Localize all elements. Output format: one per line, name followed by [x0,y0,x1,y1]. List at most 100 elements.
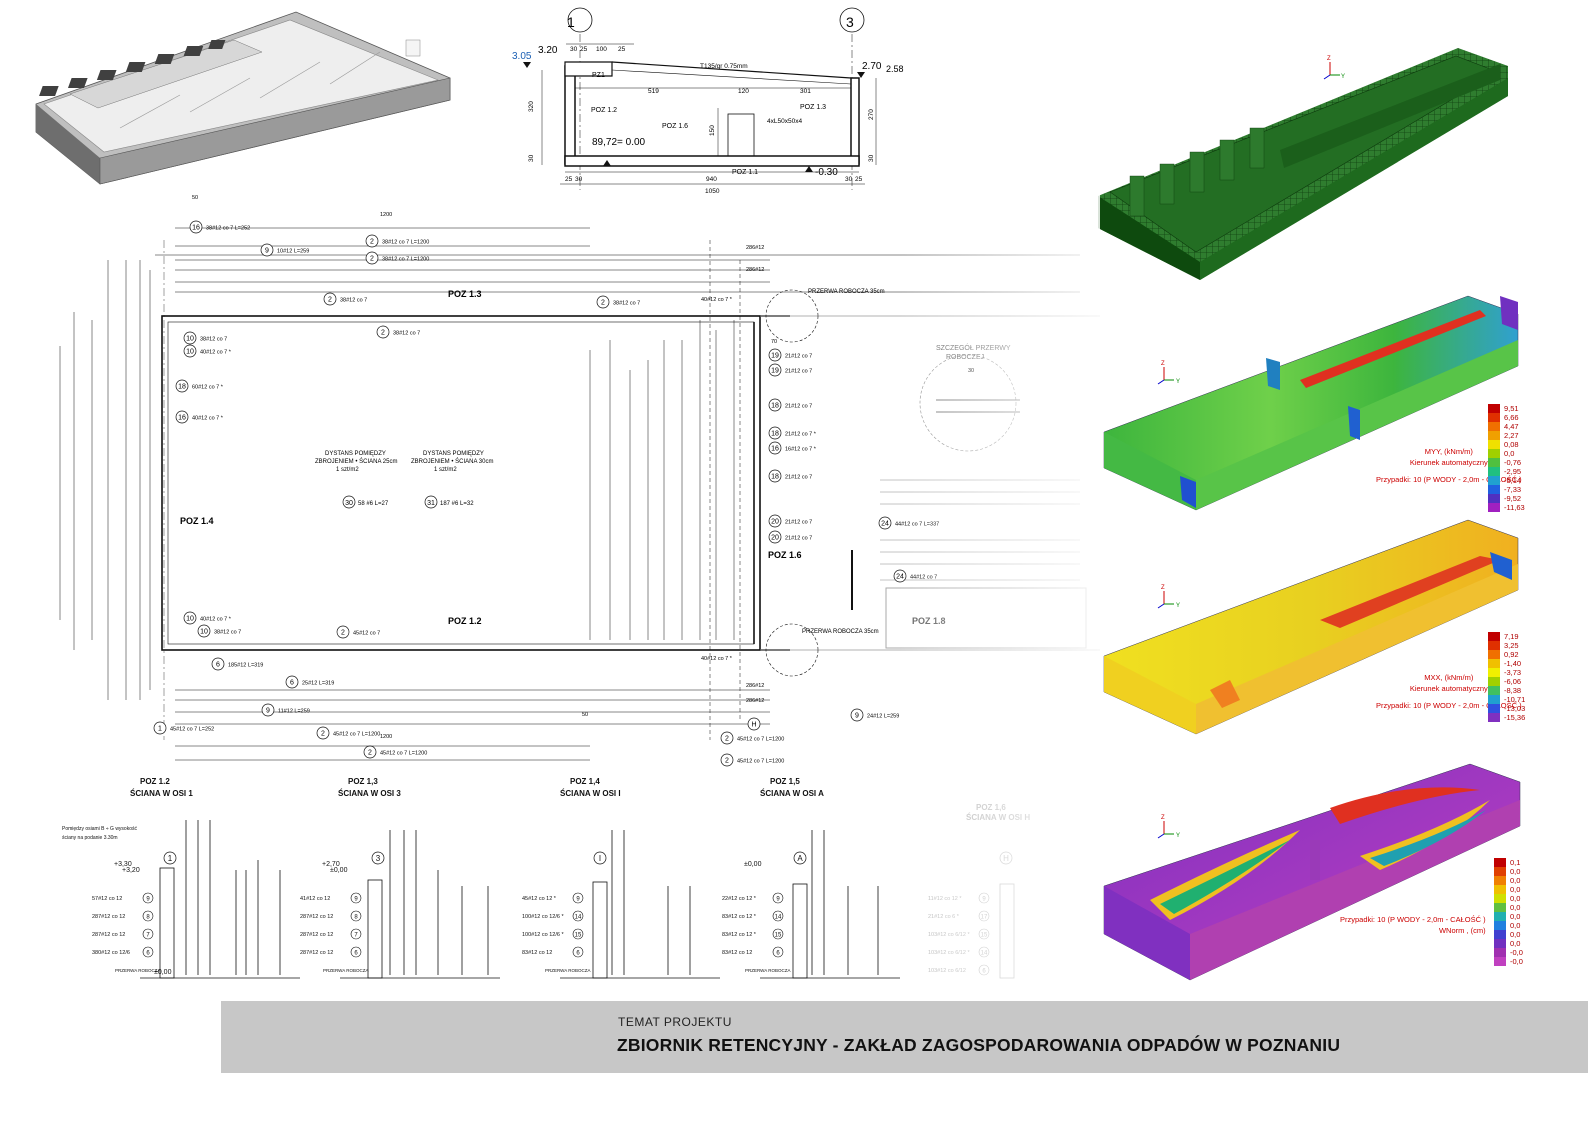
legend-row: 2,27 [1488,431,1525,440]
wall-bar-number: 6 [576,951,580,957]
myy-caption: MYY, (kNm/m) Kierunek automatyczny Przyp… [1376,446,1522,485]
wall-joint-label: PRZERWA ROBOCZA [115,968,161,973]
svg-text:Z: Z [1161,585,1165,591]
wall-bar-number: 6 [982,969,986,975]
bar-callout-number: 9 [855,713,859,720]
axis-glyph-myy: Z Y [1157,361,1180,385]
spacer-25-spec: 58 #6 L=27 [358,501,389,507]
legend-swatch [1488,431,1500,440]
wall-section-title: POZ 1,5 [770,777,800,786]
dim-bottom-5: 1050 [705,188,720,195]
plan-dim-text: 30 [968,368,974,374]
dim-top-0: 30 [570,46,578,53]
spacer-note-30: DYSTANS POMIĘDZY ZBROJENIEM • ŚCIANA 30c… [411,451,493,509]
detail-title-line1: SZCZEGÓŁ PRZERWY [936,343,1011,352]
legend-value: 4,47 [1504,422,1519,431]
wall-section-subtitle: ŚCIANA W OSI I [560,789,621,798]
bar-callout-number: 2 [725,736,729,743]
bar-callout-text: 44#12 co 7 L=337 [895,522,939,528]
legend-row: 0,0 [1494,903,1523,912]
legend-value: 7,19 [1504,632,1519,641]
wall-bar-number: 6 [354,951,358,957]
legend-value: 0,0 [1510,912,1521,921]
slope-note: T135/gr 0.75mm [700,63,748,70]
bar-callout-text: 16#12 co 7 * [785,447,817,453]
legend-swatch [1488,422,1500,431]
wall-section-subtitle: ŚCIANA W OSI 3 [338,789,401,798]
legend-row: -0,0 [1494,957,1523,966]
fea-mesh-model [1098,48,1508,280]
wall-bar-text: 103#12 co 6/12 [928,968,966,974]
wall-level: ±0,00 [330,867,348,874]
legend-swatch [1494,858,1506,867]
bar-callout-number: 2 [381,330,385,337]
wall-bar-number: 9 [354,897,358,903]
wall-bar-number: 8 [146,915,150,921]
svg-text:Y: Y [1176,603,1180,609]
wnorm-caption-title: WNorm , (cm) [1438,926,1486,935]
wall-axis-label: I [599,854,601,863]
wall-bar-number: 17 [981,915,988,921]
bar-callout-number: 18 [771,474,779,481]
poz-1-1-label: POZ 1.1 [732,169,758,176]
elevation-minus-0-30: -0.30 [815,167,838,178]
legend-row: -9,52 [1488,494,1525,503]
bar-callout-text: 38#12 co 7 L=252 [206,226,250,232]
elevation-0-00: 89,72= 0.00 [592,137,646,148]
wall-bar-number: 9 [576,897,580,903]
bar-callout-number: 19 [771,368,779,375]
wall-bar-number: 15 [575,933,582,939]
legend-swatch [1488,632,1500,641]
bar-callout-text: 38#12 co 7 [200,337,227,343]
svg-text:Z: Z [1161,815,1165,821]
legend-swatch [1494,921,1506,930]
plan-dim-text: 50 [192,195,198,201]
bar-callout-text: 45#12 co 7 [353,631,380,637]
plan-poz-1-3: POZ 1.3 [448,289,482,299]
legend-value: 3,25 [1504,641,1519,650]
wall-level: +3,20 [122,867,140,874]
bar-callout-text: 21#12 co 7 [785,404,812,410]
legend-row: 0,1 [1494,858,1523,867]
legend-row: 0,0 [1494,876,1523,885]
wall-bar-text: 103#12 co 6/12 * [928,932,970,938]
legend-row: -13,03 [1488,704,1525,713]
bar-callout-text: 45#12 co 7 L=1200 [333,732,380,738]
wall-bar-text: 57#12 co 12 [92,896,122,902]
legend-row: -0,0 [1494,948,1523,957]
legend-row: 0,0 [1494,912,1523,921]
bar-callout-number: 2 [368,750,372,757]
bar-callout-text: 40#12 co 7 * [200,350,232,356]
project-title-band: TEMAT PROJEKTU ZBIORNIK RETENCYJNY - ZAK… [221,1001,1588,1073]
bar-callout-number: 16 [192,225,200,232]
mxx-caption-case: Przypadki: 10 (P WODY - 2,0m - CAŁOŚĆ ) [1376,701,1522,710]
wall-section-title: POZ 1,4 [570,777,600,786]
legend-swatch [1494,957,1506,966]
bar-callout: 16 38#12 co 7 L=252 [189,220,250,234]
legend-swatch [1494,885,1506,894]
wnorm-caption-case: Przypadki: 10 (P WODY - 2,0m - CAŁOŚĆ ) [1340,915,1486,924]
plan-dim-text: 286#12 [746,698,764,704]
axis-glyph-wnorm: Z Y [1157,815,1180,839]
legend-swatch [1494,903,1506,912]
dim-top-1: 25 [580,46,588,53]
wall-bar-number: 14 [775,915,782,921]
plan-dim-text: 286#12 [746,683,764,689]
